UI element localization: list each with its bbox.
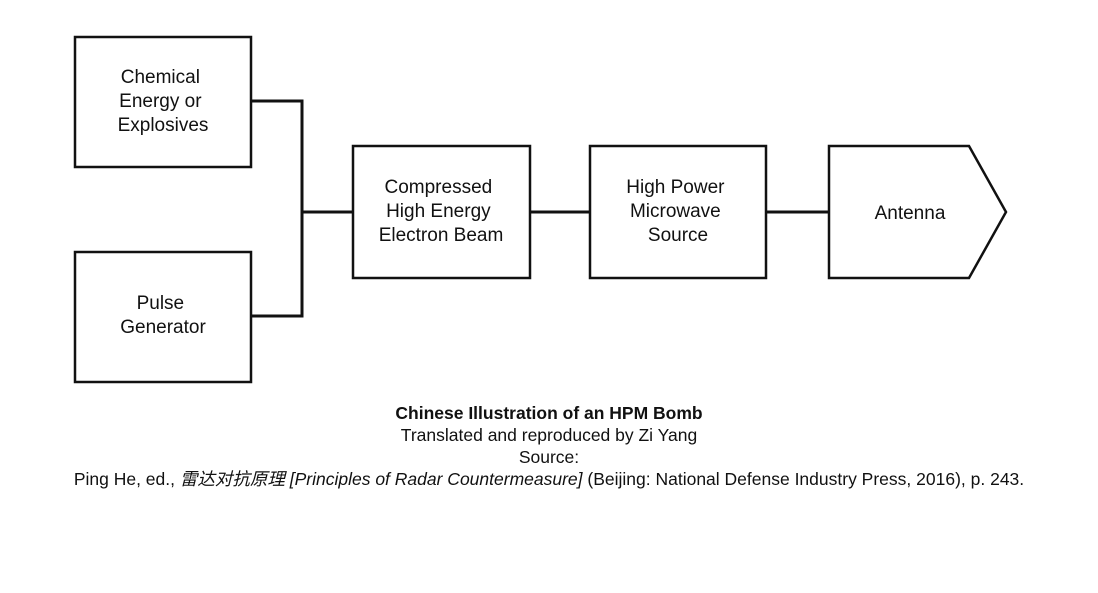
chemical-energy-box (73, 35, 253, 169)
reference-author: Ping He, ed., (73, 469, 180, 489)
caption-title: Chinese Illustration of an HPM Bomb (395, 403, 703, 423)
reference-publisher: (Beijing: National Defense Industry Pres… (582, 469, 1025, 489)
caption-source-label: Source: (518, 447, 580, 467)
hpm-block-diagram: Chemical Energy or Explosives Pulse Gene… (73, 35, 1008, 384)
caption-credit: Translated and reproduced by Zi Yang (400, 425, 698, 445)
connector-chemical (251, 99, 304, 212)
reference-title: 雷达对抗原理 [Principles of Radar Countermeasu… (179, 469, 583, 489)
pulse-generator-box (73, 250, 253, 384)
antenna-box (827, 144, 1008, 280)
caption-reference: Ping He, ed., 雷达对抗原理 [Principles of Rada… (19, 468, 1079, 490)
microwave-source-label: High Power Microwave Source (626, 177, 730, 246)
antenna-label: Antenna (875, 203, 946, 224)
electron-beam-label: Compressed High Energy Electron Beam (379, 177, 504, 246)
connector-pulse (251, 212, 304, 318)
pulse-generator-label: Pulse Generator (120, 293, 206, 338)
figure-caption: Chinese Illustration of an HPM Bomb Tran… (0, 402, 1098, 490)
chemical-energy-label: Chemical Energy or Explosives (118, 67, 209, 136)
electron-beam-box (351, 144, 532, 280)
